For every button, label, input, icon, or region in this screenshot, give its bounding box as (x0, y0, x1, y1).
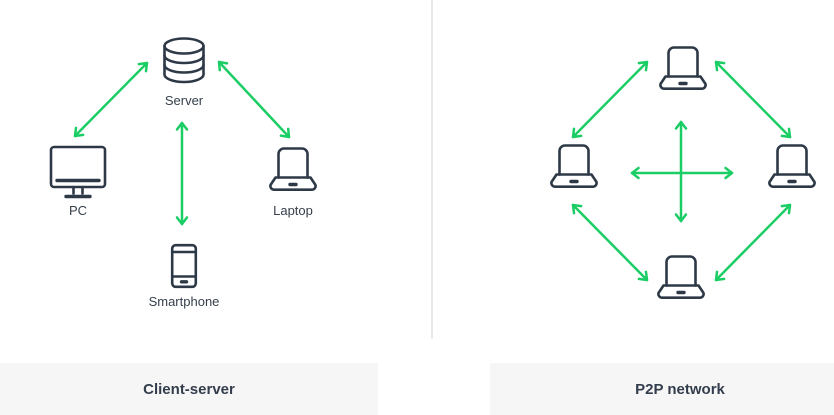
connection-arrow-p2p-top-left (571, 60, 649, 139)
client-server-caption-bar: Client-server (0, 363, 378, 415)
laptop-icon (265, 144, 321, 199)
peer-laptop-left-icon (546, 141, 602, 196)
panel-divider (431, 0, 433, 339)
pc-label: PC (68, 203, 88, 218)
client-server-caption: Client-server (143, 380, 235, 398)
connection-arrow-p2p-bottom-left (571, 203, 649, 282)
peer-laptop-right-icon (764, 141, 820, 196)
connection-arrow-p2p-bottom-right (714, 203, 792, 282)
p2p-caption: P2P network (635, 380, 725, 398)
smartphone-icon (170, 243, 198, 294)
laptop-label: Laptop (273, 203, 313, 218)
connection-arrow-p2p-top-right (714, 60, 792, 139)
desktop-pc-icon (48, 144, 108, 205)
peer-laptop-bottom-icon (653, 252, 709, 307)
server-database-icon (161, 36, 207, 89)
server-label: Server (164, 93, 204, 108)
smartphone-label: Smartphone (148, 294, 220, 309)
p2p-caption-bar: P2P network (490, 363, 834, 415)
peer-laptop-top-icon (655, 43, 711, 98)
